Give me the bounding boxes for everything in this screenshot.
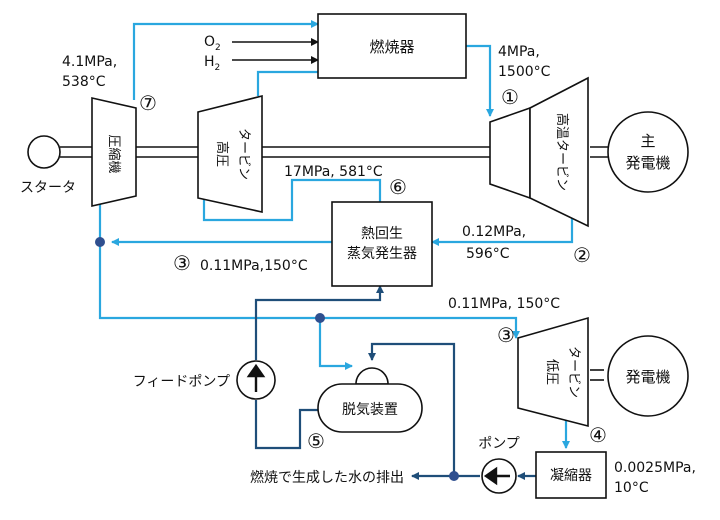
deaerator-dome <box>355 367 389 385</box>
lp-turbine-shape <box>517 316 589 428</box>
hrsg-to-hp-line <box>202 178 382 222</box>
hp-turbine-label-2: タービン <box>236 128 251 180</box>
ht-out-condition-1: 0.12MPa, <box>462 224 526 240</box>
main-generator-circle <box>607 111 689 193</box>
combustor-box <box>317 13 467 79</box>
state-number: ③ <box>173 251 191 275</box>
state-number: ⑦ <box>139 91 157 115</box>
hrsg-label-2: 蒸気発生器 <box>347 246 417 262</box>
deaerator-body <box>317 383 423 433</box>
combustor-to-hp-line <box>256 70 318 96</box>
combustor-out-condition-1: 4MPa, <box>498 44 540 60</box>
deaerator-to-feedpump-line <box>254 400 318 450</box>
hp-inlet-condition: 17MPa, 581°C <box>284 164 383 180</box>
h2-label: H2 <box>204 54 220 73</box>
condenser-box <box>535 451 607 499</box>
lp-generator-circle <box>607 335 689 417</box>
compressor-to-combustor-line <box>132 20 319 100</box>
lp-turbine-label-1: 低圧 <box>544 359 559 385</box>
ht-turbine-label: 高温タービン <box>554 113 570 191</box>
branch-to-deaerator-line <box>318 318 353 370</box>
ht-turbine-shape-2 <box>529 76 589 228</box>
state-number: ④ <box>589 423 607 447</box>
ht-out-condition-2: 596°C <box>466 246 510 262</box>
state-number: ② <box>573 243 591 267</box>
combustor-to-ht-turbine-line <box>466 44 494 117</box>
hp-turbine-shape <box>197 94 263 213</box>
junction-node <box>449 471 459 481</box>
ht-turbine-shape <box>489 106 531 200</box>
branch-to-lp-line <box>98 200 520 339</box>
hrsg-box <box>331 201 433 287</box>
junction-node <box>95 237 105 247</box>
feed-pump-arrow-icon <box>246 363 266 392</box>
state-number: ③ <box>497 323 515 347</box>
junction-node <box>315 313 325 323</box>
hrsg-out-condition: 0.11MPa,150°C <box>200 258 308 274</box>
water-to-deaerator-line <box>368 342 456 476</box>
o2-label: O2 <box>204 34 221 53</box>
state-number: ⑥ <box>389 175 407 199</box>
combustor-label: 燃焼器 <box>369 38 414 56</box>
starter-circle <box>27 135 61 169</box>
pump-arrow-icon <box>483 466 510 486</box>
main-generator-label-2: 発電機 <box>625 154 670 172</box>
condenser-label: 凝縮器 <box>550 468 592 484</box>
lp-turbine-label-2: タービン <box>566 346 581 398</box>
feed-pump-label: フィードポンプ <box>133 374 230 390</box>
state-number: ① <box>501 85 519 109</box>
compressor-out-condition-1: 4.1MPa, <box>62 54 117 70</box>
hrsg-label-1: 熱回生 <box>361 226 403 242</box>
combustor-out-condition-2: 1500°C <box>498 64 551 80</box>
lp-inlet-condition: 0.11MPa, 150°C <box>448 296 560 312</box>
condenser-condition-2: 10°C <box>614 480 649 496</box>
main-generator-label-1: 主 <box>640 132 655 150</box>
feedpump-to-hrsg-line <box>254 285 384 360</box>
compressor-shape <box>91 96 137 208</box>
deaerator-label: 脱気装置 <box>342 402 398 418</box>
pump-label: ポンプ <box>478 436 520 452</box>
compressor-out-condition-2: 538°C <box>62 74 106 90</box>
compressor-label: 圧縮機 <box>106 134 122 173</box>
discharge-label: 燃焼で生成した水の排出 <box>250 469 404 486</box>
lp-generator-label: 発電機 <box>625 368 670 386</box>
hp-turbine-label-1: 高圧 <box>214 141 230 167</box>
condenser-condition-1: 0.0025MPa, <box>614 460 696 476</box>
starter-label: スタータ <box>20 180 76 196</box>
state-number: ⑤ <box>307 429 325 453</box>
